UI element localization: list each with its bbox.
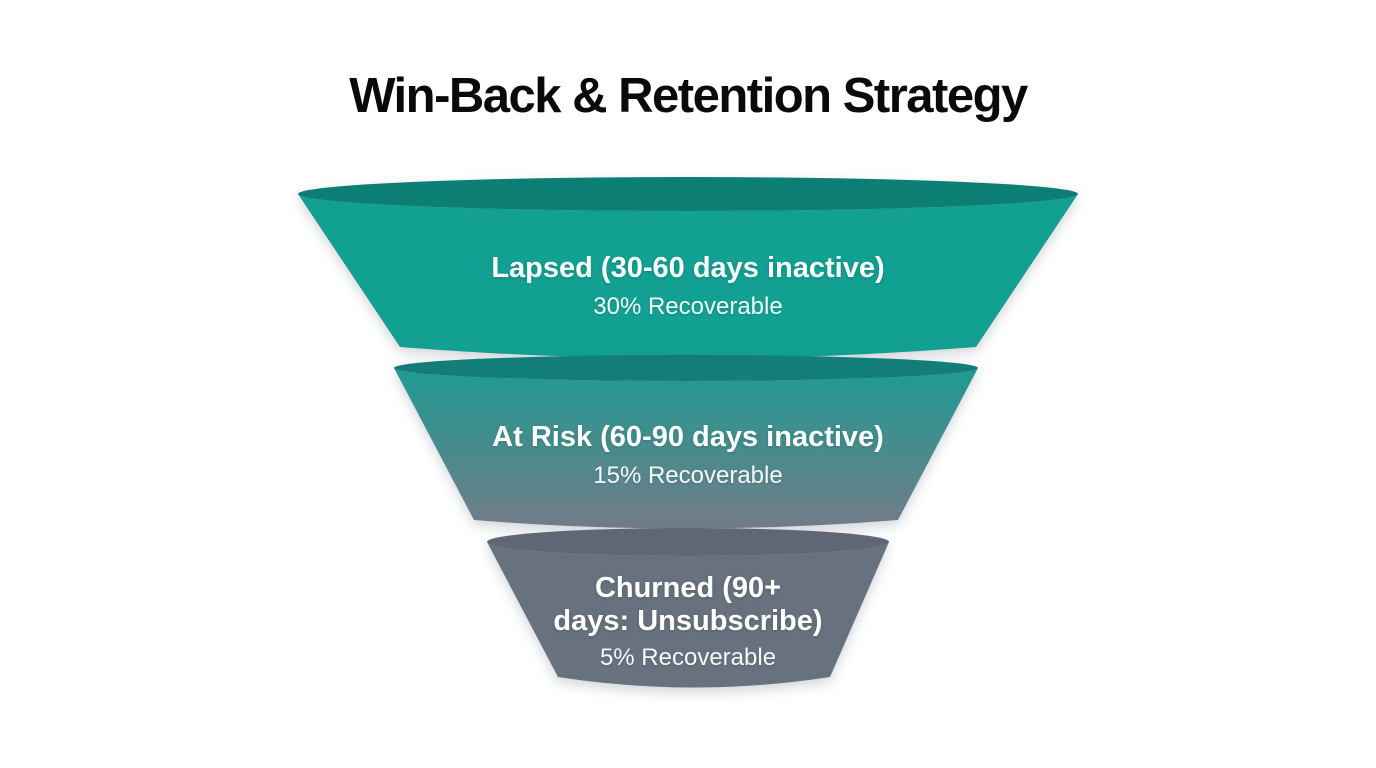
funnel-tier-lapsed xyxy=(298,177,1078,359)
funnel-tier-at-risk xyxy=(394,355,978,529)
funnel-tier-at-risk-body xyxy=(394,368,978,529)
page-title: Win-Back & Retention Strategy xyxy=(349,69,1028,123)
funnel-tier-churned xyxy=(487,528,889,688)
funnel-tier-churned-body xyxy=(487,542,889,688)
funnel-tier-churned-rim xyxy=(487,528,889,556)
funnel-tier-lapsed-rim xyxy=(298,177,1078,211)
funnel-tier-at-risk-rim xyxy=(394,355,978,381)
funnel-tier-lapsed-body xyxy=(298,194,1078,359)
